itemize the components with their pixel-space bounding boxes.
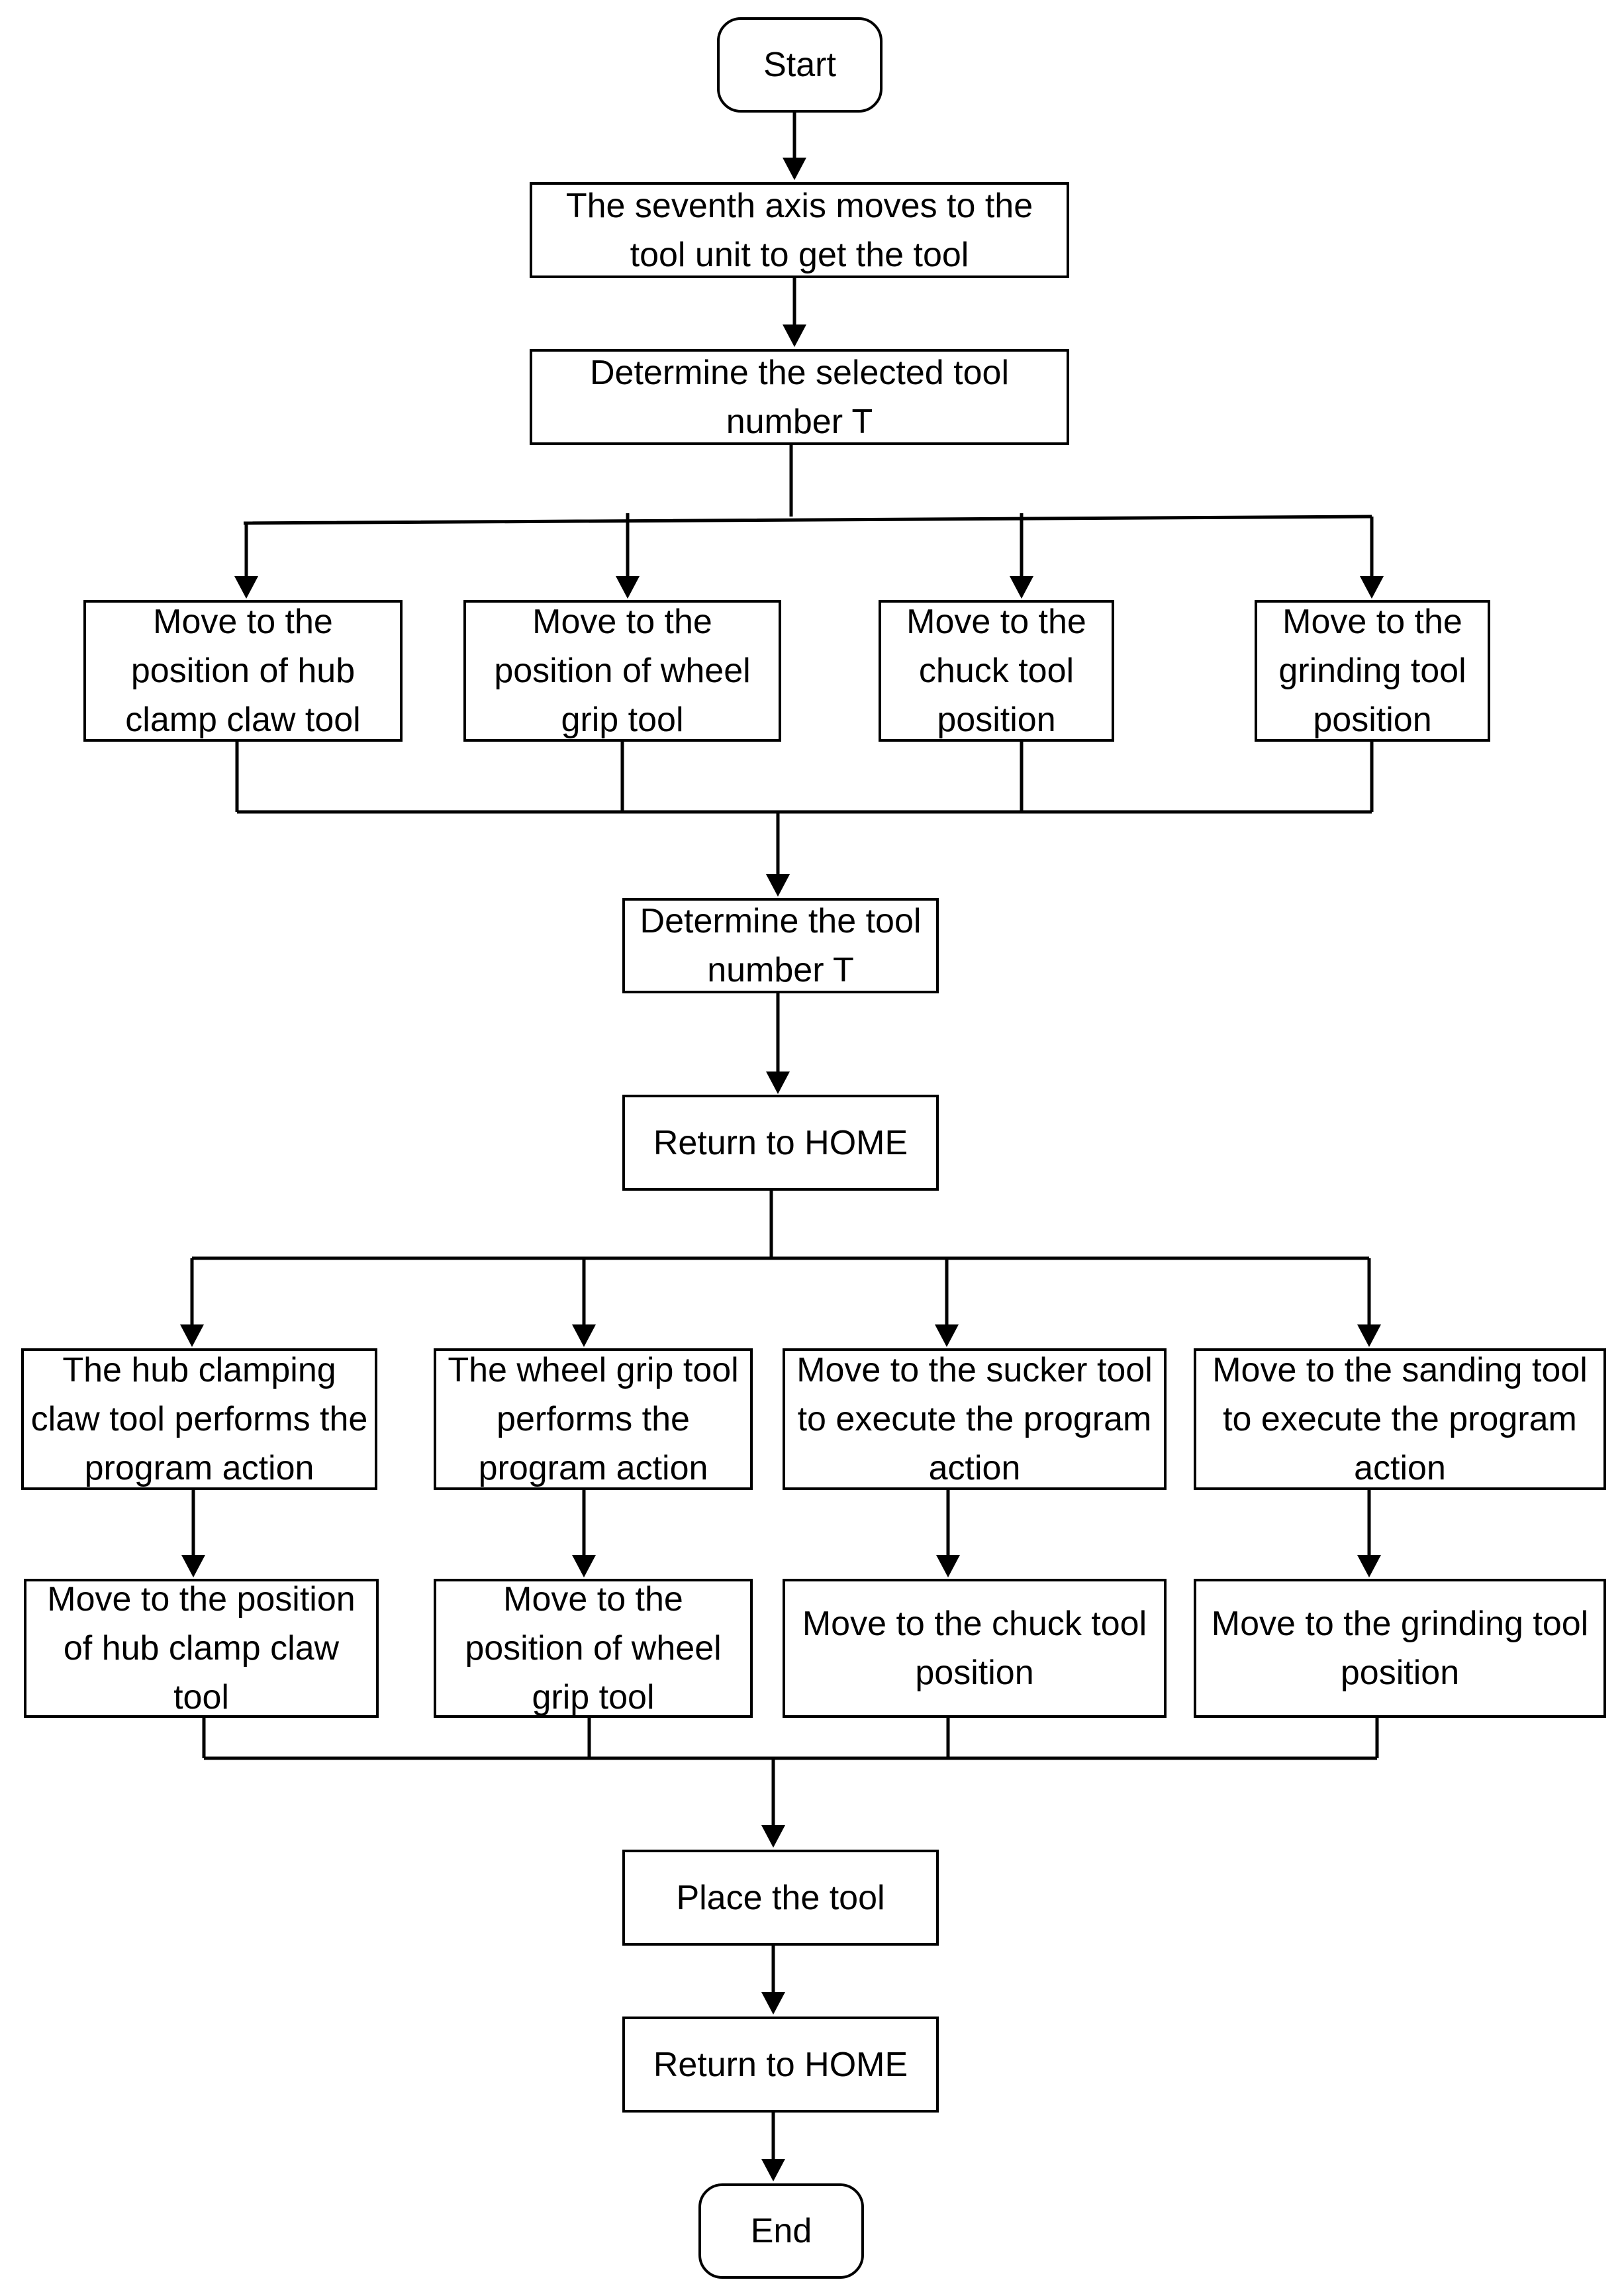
arrowhead xyxy=(180,1324,204,1347)
wheel-action-box: The wheel grip tool performs the program… xyxy=(434,1348,753,1490)
move-hub-clamp-label-2: Move to the position of hub clamp claw t… xyxy=(47,1580,356,1717)
arrowhead xyxy=(1357,1555,1381,1577)
sucker-action-box: Move to the sucker tool to execute the p… xyxy=(783,1348,1167,1490)
arrowhead xyxy=(616,576,640,599)
arrowhead xyxy=(181,1555,205,1577)
determine-selected-tool-box: Determine the selected tool number T xyxy=(530,349,1069,445)
sucker-action-label: Move to the sucker tool to execute the p… xyxy=(796,1351,1153,1487)
arrowhead xyxy=(234,576,258,599)
sanding-action-label: Move to the sanding tool to execute the … xyxy=(1212,1351,1588,1487)
move-hub-clamp-box-2: Move to the position of hub clamp claw t… xyxy=(24,1579,379,1718)
split-line-bottom xyxy=(192,1191,1369,1260)
return-home-box-2: Return to HOME xyxy=(622,2017,939,2113)
move-hub-clamp-box-1: Move to the position of hub clamp claw t… xyxy=(83,600,403,742)
hub-action-box: The hub clamping claw tool performs the … xyxy=(21,1348,377,1490)
move-wheel-grip-box-1: Move to the position of wheel grip tool xyxy=(463,600,781,742)
start-label: Start xyxy=(763,46,836,84)
move-hub-clamp-label-1: Move to the position of hub clamp claw t… xyxy=(125,603,361,739)
end-node: End xyxy=(698,2183,864,2279)
arrowhead xyxy=(783,324,806,347)
split-line-top xyxy=(243,445,1372,525)
move-grinding-box-1: Move to the grinding tool position xyxy=(1255,600,1490,742)
determine-tool-label: Determine the tool number T xyxy=(640,902,922,989)
arrowhead xyxy=(572,1324,596,1347)
place-tool-box: Place the tool xyxy=(622,1850,939,1946)
arrowhead xyxy=(935,1324,959,1347)
sanding-action-box: Move to the sanding tool to execute the … xyxy=(1194,1348,1606,1490)
move-grinding-box-2: Move to the grinding tool position xyxy=(1194,1579,1606,1718)
move-grinding-label-1: Move to the grinding tool position xyxy=(1278,603,1466,739)
return-home-box-1: Return to HOME xyxy=(622,1095,939,1191)
arrowhead xyxy=(761,1992,785,2015)
move-wheel-grip-label-2: Move to the position of wheel grip tool xyxy=(465,1580,722,1717)
merge-line-1 xyxy=(235,742,1374,814)
arrowhead xyxy=(936,1555,960,1577)
arrowhead xyxy=(572,1555,596,1577)
arrowhead xyxy=(761,1825,785,1848)
place-tool-label: Place the tool xyxy=(676,1878,885,1917)
determine-tool-box: Determine the tool number T xyxy=(622,898,939,993)
arrowhead xyxy=(1360,576,1384,599)
return-home-label-1: Return to HOME xyxy=(653,1123,908,1162)
arrowhead xyxy=(766,874,790,897)
move-grinding-label-2: Move to the grinding tool position xyxy=(1211,1605,1589,1692)
arrowhead xyxy=(783,158,806,180)
return-home-label-2: Return to HOME xyxy=(653,2045,908,2084)
arrowhead xyxy=(1357,1324,1381,1347)
arrowhead xyxy=(1010,576,1033,599)
start-node: Start xyxy=(717,17,883,113)
hub-action-label: The hub clamping claw tool performs the … xyxy=(30,1351,368,1487)
seventh-axis-label: The seventh axis moves to the tool unit … xyxy=(565,186,1033,274)
move-wheel-grip-label-1: Move to the position of wheel grip tool xyxy=(494,603,751,739)
determine-selected-tool-label: Determine the selected tool number T xyxy=(589,353,1009,441)
end-label: End xyxy=(750,2212,812,2250)
seventh-axis-box: The seventh axis moves to the tool unit … xyxy=(530,182,1069,278)
merge-line-2 xyxy=(202,1718,1379,1760)
move-chuck-box-2: Move to the chuck tool position xyxy=(783,1579,1167,1718)
wheel-action-label: The wheel grip tool performs the program… xyxy=(448,1351,739,1487)
move-wheel-grip-box-2: Move to the position of wheel grip tool xyxy=(434,1579,753,1718)
move-chuck-label-2: Move to the chuck tool position xyxy=(802,1605,1147,1692)
move-chuck-box-1: Move to the chuck tool position xyxy=(879,600,1114,742)
arrowhead xyxy=(766,1071,790,1094)
arrowhead xyxy=(761,2159,785,2181)
move-chuck-label-1: Move to the chuck tool position xyxy=(906,603,1086,739)
